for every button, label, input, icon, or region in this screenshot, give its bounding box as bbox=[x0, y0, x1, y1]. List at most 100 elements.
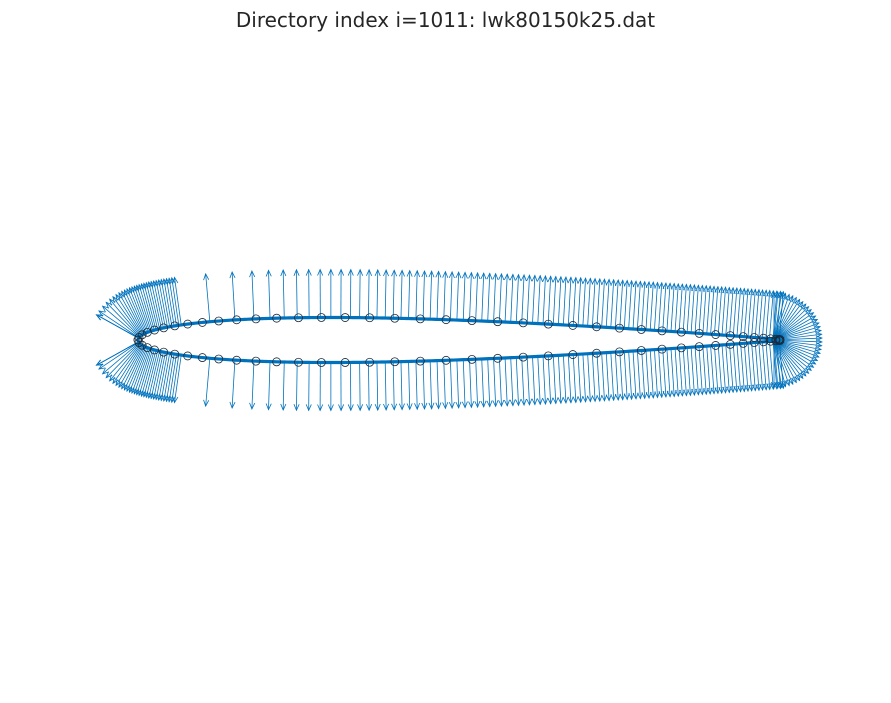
normal-vector-arrow bbox=[156, 352, 168, 402]
surface-point-marker bbox=[636, 346, 646, 355]
normal-vector-arrow bbox=[154, 352, 166, 401]
normal-vector-arrow bbox=[662, 281, 669, 331]
normal-vector-arrow bbox=[732, 344, 740, 394]
normal-vector-arrow bbox=[480, 358, 487, 408]
normal-vector-arrow bbox=[249, 361, 256, 411]
normal-vector-arrow bbox=[747, 342, 755, 392]
surface-point-marker bbox=[771, 336, 781, 346]
normal-vector-arrow bbox=[137, 283, 154, 331]
normal-vector-arrow bbox=[743, 343, 751, 393]
normal-vector-arrow bbox=[591, 353, 598, 403]
surface-point-marker bbox=[749, 338, 759, 347]
normal-vector-arrow bbox=[128, 347, 148, 394]
normal-vector-arrow bbox=[542, 274, 549, 324]
normal-vector-arrow bbox=[725, 344, 732, 394]
normal-vector-arrow bbox=[567, 276, 574, 326]
normal-vector-arrow bbox=[623, 279, 630, 329]
normal-vector-arrow bbox=[641, 280, 648, 330]
normal-vector-arrow bbox=[721, 344, 729, 394]
normal-vector-arrow bbox=[327, 362, 334, 412]
surface-point-marker bbox=[390, 357, 400, 367]
normal-vector-arrow bbox=[649, 281, 656, 331]
normal-vector-arrow bbox=[338, 268, 345, 318]
normal-vector-arrow bbox=[280, 362, 287, 412]
normal-vector-arrow bbox=[678, 283, 685, 333]
normal-vector-arrow bbox=[144, 281, 159, 330]
normal-vector-arrow bbox=[619, 279, 626, 329]
surface-point-marker bbox=[134, 338, 144, 348]
normal-vector-arrow bbox=[105, 301, 140, 337]
surface-point-marker bbox=[518, 352, 528, 362]
normal-vector-arrow bbox=[520, 273, 527, 323]
normal-vector-arrow bbox=[391, 269, 398, 319]
normal-vector-arrow bbox=[751, 342, 758, 392]
normal-vector-arrow bbox=[147, 351, 160, 399]
normal-vector-arrow bbox=[474, 271, 481, 321]
normal-vector-arrow bbox=[754, 342, 762, 392]
normal-vector-arrow bbox=[678, 347, 685, 397]
normal-vector-arrow bbox=[596, 277, 603, 327]
normal-vector-arrow bbox=[455, 359, 462, 409]
airfoil-surface-curve bbox=[136, 315, 781, 365]
normal-vector-arrow bbox=[736, 343, 744, 393]
surface-point-marker bbox=[251, 314, 261, 324]
normal-vector-arrow bbox=[536, 356, 543, 406]
normal-vector-arrow bbox=[374, 268, 381, 318]
normal-vector-arrow bbox=[547, 355, 554, 405]
normal-vector-arrow bbox=[95, 341, 139, 366]
normal-vector-arrow bbox=[628, 351, 635, 401]
normal-vector-arrow bbox=[123, 346, 145, 391]
normal-vector-arrow bbox=[732, 286, 740, 336]
normal-vector-arrow bbox=[552, 275, 559, 325]
normal-vector-arrow bbox=[758, 288, 766, 338]
normal-vector-arrow bbox=[480, 272, 487, 322]
surface-point-marker bbox=[365, 357, 375, 367]
normal-vector-arrow bbox=[128, 286, 148, 333]
normal-vector-arrow bbox=[455, 271, 462, 321]
surface-point-marker bbox=[467, 316, 477, 326]
surface-point-marker bbox=[636, 325, 646, 334]
surface-point-marker bbox=[725, 331, 735, 341]
normal-vector-arrow bbox=[670, 348, 677, 398]
normal-vector-arrow bbox=[172, 276, 182, 325]
normal-vector-arrow bbox=[740, 343, 747, 393]
normal-vector-arrow bbox=[702, 284, 709, 334]
normal-vector-arrow bbox=[317, 268, 324, 318]
surface-point-marker bbox=[676, 343, 686, 353]
surface-point-marker bbox=[415, 314, 425, 324]
normal-vector-arrow bbox=[632, 350, 639, 400]
normal-vector-arrow bbox=[577, 354, 584, 404]
normal-vector-arrow bbox=[131, 347, 149, 395]
normal-vector-arrow bbox=[526, 356, 533, 406]
surface-point-marker bbox=[759, 337, 768, 347]
surface-point-marker bbox=[759, 333, 768, 343]
normal-vector-arrow bbox=[694, 346, 701, 396]
normal-vector-arrow bbox=[486, 272, 493, 322]
normal-vector-arrow bbox=[133, 285, 151, 332]
normal-vector-arrow bbox=[435, 360, 442, 410]
surface-point-marker bbox=[615, 323, 624, 333]
normal-vector-arrow bbox=[317, 362, 324, 412]
normal-vector-arrow bbox=[249, 269, 256, 319]
normal-vector-arrow bbox=[448, 270, 455, 320]
normal-vector-arrow bbox=[717, 285, 725, 335]
normal-vector-arrow bbox=[572, 354, 579, 404]
normal-vector-arrow bbox=[654, 281, 661, 331]
normal-vector-arrow bbox=[714, 345, 721, 395]
normal-vector-arrow bbox=[347, 268, 354, 318]
normal-vector-arrow bbox=[144, 350, 159, 399]
normal-vector-arrow bbox=[658, 349, 665, 399]
normal-vector-arrow bbox=[765, 289, 773, 339]
surface-point-marker bbox=[467, 354, 477, 364]
normal-vector-arrow bbox=[582, 353, 589, 403]
surface-point-marker bbox=[441, 355, 451, 365]
normal-vector-arrow bbox=[428, 270, 435, 320]
normal-vector-arrow bbox=[562, 275, 569, 325]
normal-vector-arrow bbox=[374, 362, 381, 412]
normal-vector-arrow bbox=[605, 352, 612, 402]
normal-vector-arrow bbox=[149, 280, 162, 329]
normal-vector-arrow bbox=[758, 342, 766, 392]
normal-vector-arrow bbox=[442, 270, 449, 320]
normal-vector-arrow bbox=[587, 277, 593, 327]
normal-vector-arrow bbox=[747, 288, 755, 338]
